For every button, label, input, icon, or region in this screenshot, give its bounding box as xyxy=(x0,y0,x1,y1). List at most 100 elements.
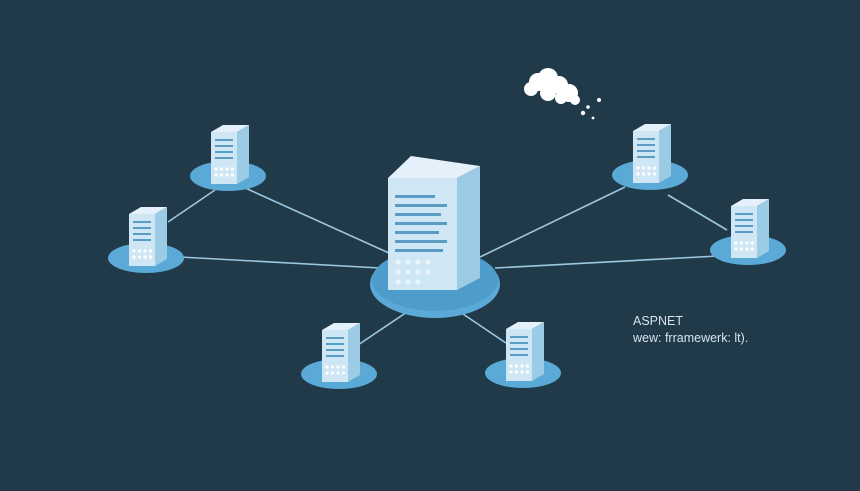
link-central-to-right-top xyxy=(479,186,626,258)
server-right-top-slot xyxy=(637,150,655,152)
server-bottom-left-side xyxy=(348,323,360,382)
server-right-top-light xyxy=(636,166,640,170)
server-left-mid-light xyxy=(132,255,136,259)
server-left-mid-slot xyxy=(133,233,151,235)
server-bottom-left-light xyxy=(341,371,346,375)
caption-line1: ASPNET xyxy=(633,314,684,328)
server-left-mid-light xyxy=(148,249,153,253)
link-right-top-to-right-mid xyxy=(667,194,728,231)
server-left-mid xyxy=(108,207,184,273)
server-left-top-slot xyxy=(215,157,233,159)
server-right-mid-side xyxy=(757,199,769,258)
server-right-top-light xyxy=(641,166,646,170)
server-left-mid-slot xyxy=(133,227,151,229)
server-left-mid-light xyxy=(143,249,147,253)
central-server-top xyxy=(388,156,480,178)
server-bottom-right-light xyxy=(509,364,513,368)
caption-block: ASPNET wew: frramewerk: lt). xyxy=(633,313,748,347)
server-right-top-light xyxy=(641,172,646,176)
server-bottom-right-top xyxy=(506,322,544,329)
server-left-mid-side xyxy=(155,207,167,266)
server-right-mid-light xyxy=(750,241,755,245)
link-central-to-left-top xyxy=(231,181,401,259)
server-right-top-slot xyxy=(637,156,655,158)
server-bottom-left-light xyxy=(330,371,335,375)
server-bottom-right-light xyxy=(525,370,530,374)
server-right-mid-slot xyxy=(735,219,753,221)
server-right-mid-light xyxy=(750,247,755,251)
server-right-top-slot xyxy=(637,138,655,140)
server-bottom-right-side xyxy=(532,322,544,381)
server-bottom-left-light xyxy=(336,365,340,369)
server-bottom-right-slot xyxy=(510,342,528,344)
server-bottom-left-slot xyxy=(326,349,344,351)
server-right-mid-light xyxy=(734,247,738,251)
server-left-top-light xyxy=(219,167,224,171)
server-right-top xyxy=(612,124,688,190)
server-right-mid-slot xyxy=(735,231,753,233)
server-right-top-light xyxy=(636,172,640,176)
server-bottom-left-slot xyxy=(326,343,344,345)
server-left-top-light xyxy=(219,173,224,177)
server-bottom-left-light xyxy=(325,371,329,375)
server-right-top-light xyxy=(652,172,657,176)
server-left-top-side xyxy=(237,125,249,184)
server-left-mid-slot xyxy=(133,239,151,241)
server-right-top-side xyxy=(659,124,671,183)
server-bottom-right-light xyxy=(525,364,530,368)
server-left-mid-light xyxy=(148,255,153,259)
server-bottom-right xyxy=(485,322,561,388)
server-bottom-right-light xyxy=(514,370,519,374)
server-right-mid-slot xyxy=(735,213,753,215)
cloud-icon xyxy=(524,68,601,120)
server-bottom-left-light xyxy=(341,365,346,369)
server-right-mid-light xyxy=(739,247,744,251)
link-central-to-left-mid xyxy=(179,256,381,269)
server-right-mid-light xyxy=(745,241,749,245)
server-left-top-light xyxy=(225,173,229,177)
server-bottom-left-top xyxy=(322,323,360,330)
server-bottom-right-slot xyxy=(510,336,528,338)
connections xyxy=(167,181,728,346)
server-bottom-left-light xyxy=(330,365,335,369)
server-left-top-light xyxy=(214,167,218,171)
server-left-mid-light xyxy=(137,249,142,253)
link-central-to-bottom-left xyxy=(357,309,411,346)
server-left-mid-light xyxy=(132,249,136,253)
server-right-top-light xyxy=(652,166,657,170)
server-left-top-slot xyxy=(215,139,233,141)
server-bottom-right-light xyxy=(509,370,513,374)
server-left-top-slot xyxy=(215,145,233,147)
server-bottom-right-slot xyxy=(510,348,528,350)
server-right-top-slot xyxy=(637,144,655,146)
server-bottom-left-slot xyxy=(326,337,344,339)
server-bottom-right-light xyxy=(520,364,524,368)
central-server-side xyxy=(457,166,480,290)
server-right-mid-light xyxy=(745,247,749,251)
link-left-top-to-left-mid xyxy=(167,189,216,223)
server-bottom-left xyxy=(301,323,377,389)
central-server xyxy=(370,156,500,318)
server-left-top-light xyxy=(214,173,218,177)
server-bottom-right-slot xyxy=(510,354,528,356)
server-left-mid-top xyxy=(129,207,167,214)
server-right-mid-slot xyxy=(735,225,753,227)
server-right-top-top xyxy=(633,124,671,131)
central-server-slots xyxy=(395,195,447,252)
server-left-mid-light xyxy=(143,255,147,259)
server-bottom-right-light xyxy=(520,370,524,374)
server-bottom-right-light xyxy=(514,364,519,368)
server-right-top-light xyxy=(647,172,651,176)
server-right-top-light xyxy=(647,166,651,170)
central-server-lights xyxy=(395,259,431,285)
server-left-top xyxy=(190,125,266,191)
server-bottom-left-light xyxy=(336,371,340,375)
server-left-top-light xyxy=(230,173,235,177)
server-left-top-light xyxy=(230,167,235,171)
server-left-top-light xyxy=(225,167,229,171)
server-right-mid xyxy=(710,199,786,265)
server-left-mid-slot xyxy=(133,221,151,223)
link-central-to-right-mid xyxy=(494,255,719,269)
server-left-top-slot xyxy=(215,151,233,153)
